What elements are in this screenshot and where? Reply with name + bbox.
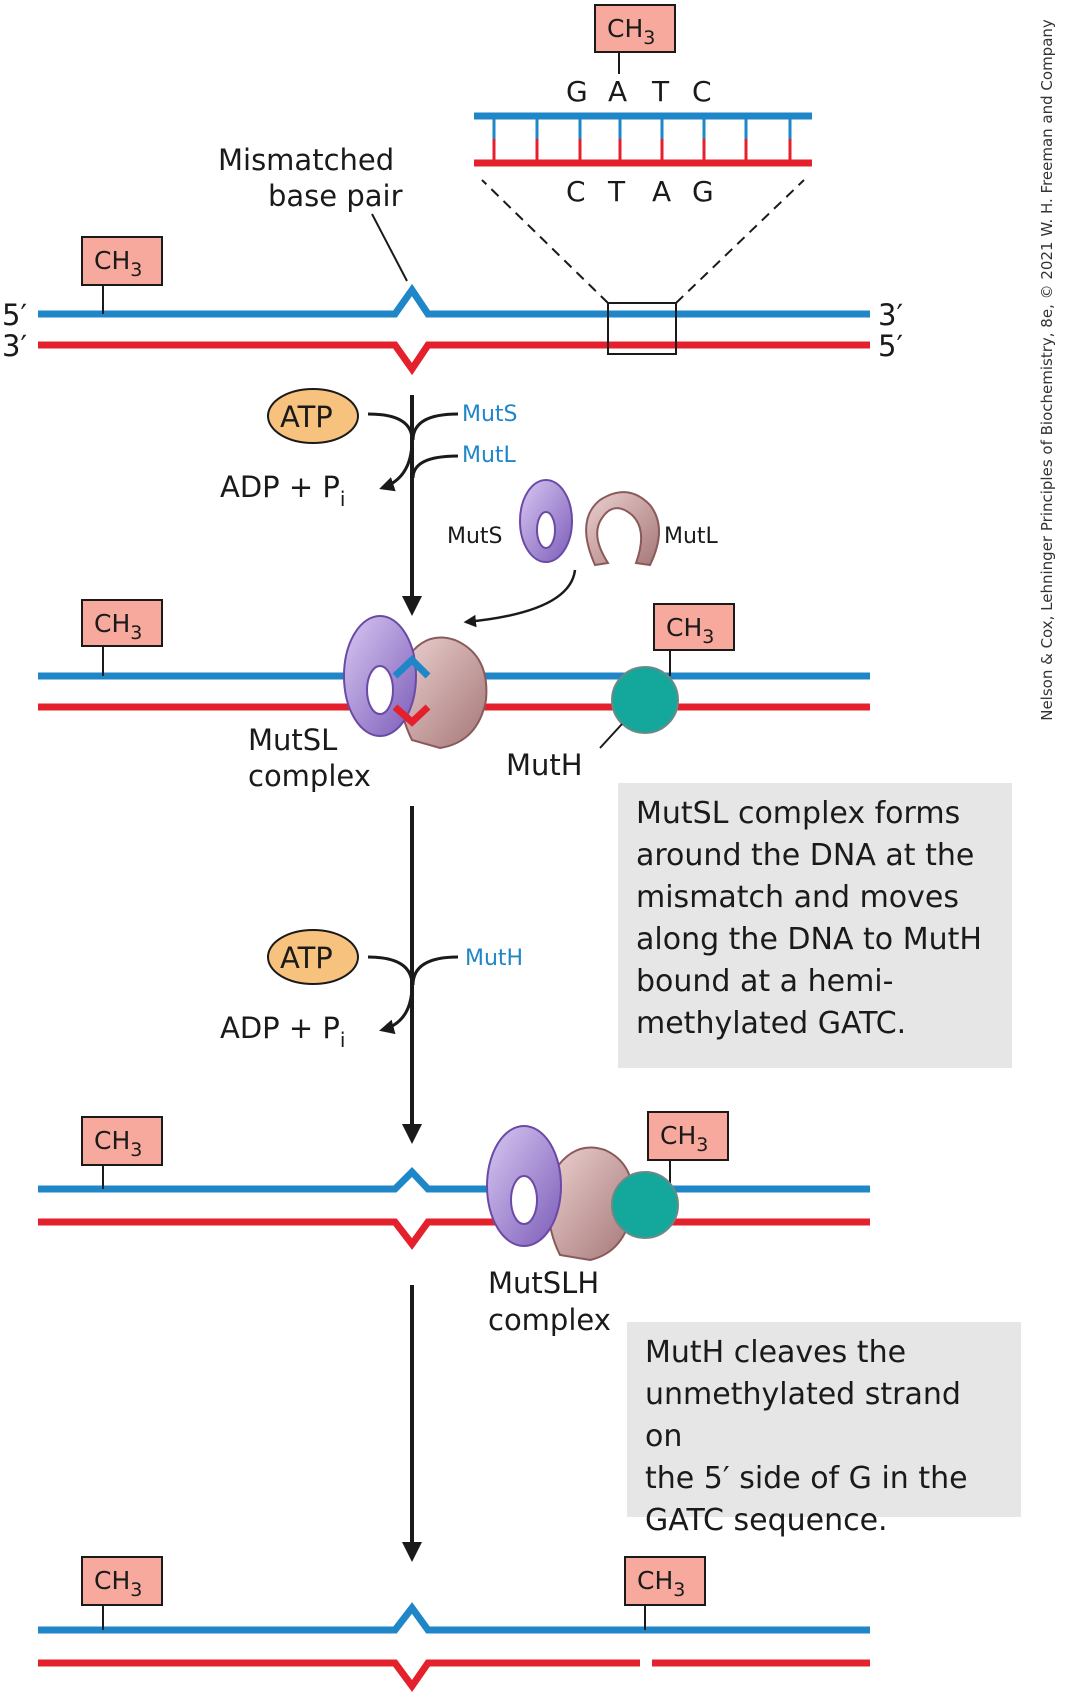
mutsl-complex-shape: [343, 615, 488, 750]
ch3-tag-inset: CH3: [594, 4, 676, 74]
base-pair-rungs: [492, 118, 792, 161]
muts-cofactor-label: MutS: [462, 402, 518, 427]
muth-protein: [611, 666, 679, 734]
bottom-base-g: G: [692, 175, 715, 208]
ch3-tag-right: CH3: [624, 1556, 706, 1630]
svg-text:ATP: ATP: [280, 941, 333, 975]
mutslh-complex-shape: [486, 1125, 679, 1262]
mutsl-label-line1: MutSL: [248, 723, 337, 757]
mutsl-label-line2: complex: [248, 759, 371, 793]
svg-text:CH3: CH3: [660, 1121, 708, 1156]
gatc-site-box: [607, 302, 677, 355]
ch3-text: CH: [94, 246, 130, 275]
svg-text:CH3: CH3: [94, 1566, 142, 1601]
mismatched-label-line1: Mismatched: [218, 143, 394, 177]
top-base-c: C: [692, 75, 713, 108]
atp-oval: [267, 388, 359, 444]
svg-text:CH3: CH3: [666, 613, 714, 648]
five-prime-label-right: 5′: [878, 329, 903, 363]
muth-label: MutH: [506, 748, 583, 782]
five-prime-label: 5′: [2, 298, 27, 332]
free-muts: MutS: [447, 479, 573, 563]
top-strand: [38, 283, 870, 318]
bottom-strand-cut-left: [38, 1659, 640, 1693]
svg-text:CH3: CH3: [94, 609, 142, 644]
note-step2: MutH cleaves the unmethylated strand on …: [627, 1322, 1021, 1538]
bottom-base-a: A: [652, 175, 672, 208]
mismatched-label-line2: base pair: [268, 179, 403, 213]
muth-cofactor-label: MutH: [465, 946, 523, 971]
dna-row-3: CH3 CH3 MutSLH complex: [38, 1111, 870, 1337]
svg-text:CH3: CH3: [94, 246, 142, 281]
copyright-credit: Nelson & Cox, Lehninger Principles of Bi…: [1038, 19, 1056, 721]
muts-label: MutS: [447, 524, 503, 549]
ch3-tag-right: CH3: [653, 603, 735, 676]
step1-arrow: ATP ADP + Pi MutS MutL: [220, 388, 518, 616]
atp-label: ATP: [280, 400, 333, 434]
gatc-inset: G A T C C T A G CH3: [474, 4, 812, 208]
svg-text:ADP + Pi: ADP + Pi: [220, 1011, 345, 1052]
ch3-tag: CH3: [81, 236, 163, 314]
mutslh-label-line2: complex: [488, 1303, 611, 1337]
dna-row-1: 5′ 3′ 3′ 5′ CH3 Mismatched base pair: [2, 143, 903, 376]
dna-row-2: CH3 CH3 MutH MutSL complex: [38, 599, 870, 793]
svg-text:CH3: CH3: [607, 14, 655, 49]
top-base-t: T: [651, 75, 670, 108]
note-step1: MutSL complex forms around the DNA at th…: [618, 783, 1012, 1068]
ch3-tag: CH3: [81, 1116, 163, 1189]
ch3-tag: CH3: [81, 599, 163, 676]
top-base-g: G: [566, 75, 589, 108]
atp-oval-2: [267, 929, 359, 985]
free-mutl: MutL: [585, 491, 719, 567]
adp-label: ADP + Pi: [220, 470, 345, 511]
bottom-base-t: T: [607, 175, 626, 208]
ch3-tag-right: CH3: [647, 1111, 729, 1189]
bottom-strand: [38, 341, 870, 376]
dna-row-4: CH3 CH3: [38, 1556, 870, 1693]
three-prime-label: 3′: [2, 329, 27, 363]
mutslh-label-line1: MutSLH: [488, 1266, 599, 1300]
three-prime-label-right: 3′: [878, 298, 903, 332]
step2-arrow: ATP ADP + Pi MutH: [220, 806, 523, 1144]
bottom-base-c: C: [566, 175, 587, 208]
top-base-a: A: [608, 75, 628, 108]
mutl-cofactor-label: MutL: [462, 443, 517, 468]
mutl-label: MutL: [664, 524, 719, 549]
svg-text:CH3: CH3: [637, 1566, 685, 1601]
svg-text:CH3: CH3: [94, 1126, 142, 1161]
ch3-tag: CH3: [81, 1556, 163, 1630]
